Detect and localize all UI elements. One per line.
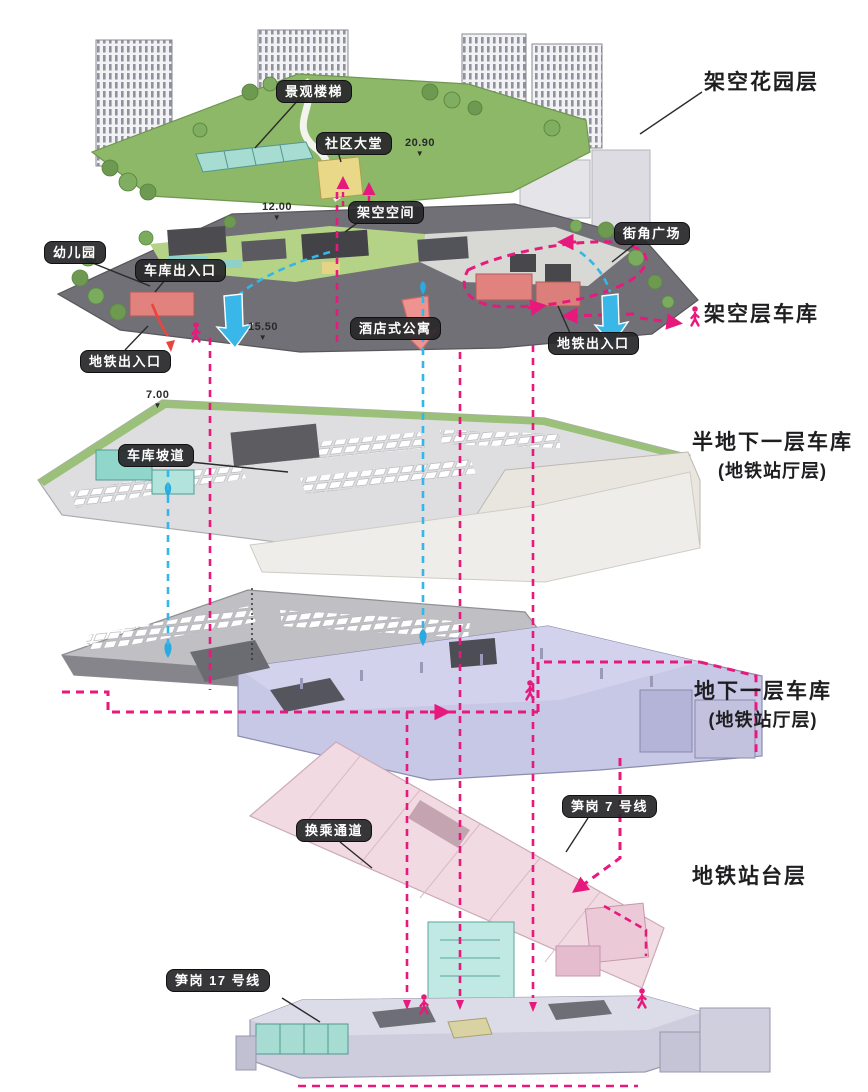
community-lobby-box (316, 156, 364, 200)
plate-edge-shadow (62, 630, 548, 692)
parking-rows (84, 606, 256, 652)
loop-arrow (527, 299, 547, 316)
route-plaza-loop (462, 240, 648, 309)
teal-room (151, 469, 195, 495)
platform-escalator (372, 1006, 436, 1028)
elevation-marker-deck: 12.00 (262, 202, 292, 222)
down-arrow (403, 1000, 411, 1010)
east-box (639, 689, 693, 753)
callout-community-lobby: 社区大堂 (316, 132, 393, 155)
line7-corridor (248, 741, 665, 989)
ground-mass (249, 471, 701, 583)
callout-line17: 笋岗 17 号线 (166, 969, 270, 992)
red-exit-path (150, 303, 170, 337)
platform-stair (447, 1017, 493, 1039)
route-to-apartment (561, 307, 635, 324)
elevation-marker-garden: 20.90 (405, 138, 435, 158)
elevation-marker-semi-basement: 7.00 (146, 390, 169, 410)
route-exit-east (639, 313, 683, 330)
route-to-line7 (571, 758, 622, 893)
lowrise-block (591, 149, 651, 233)
callout-serviced-apartment: 酒店式公寓 (350, 317, 441, 340)
callout-landscape-stairs: 景观楼梯 (276, 80, 353, 103)
level-label-sub: (地铁站厅层) (718, 461, 827, 482)
level-label-main: 地下一层车库 (694, 680, 832, 703)
concourse-surface (238, 626, 700, 712)
stair-treads (223, 144, 285, 169)
level-label-garden: 架空花园层 (704, 71, 819, 94)
level-semi-basement (37, 399, 701, 583)
corridor-escalator (408, 800, 470, 848)
callout-line7: 笋岗 7 号线 (562, 795, 657, 818)
platform-east-block (699, 1007, 771, 1073)
core-block (448, 638, 498, 668)
deck-buildings (167, 226, 571, 282)
pedestrian-icon (690, 305, 700, 327)
corridor-band (248, 741, 665, 989)
level-basement1 (61, 589, 763, 781)
callout-elevated-space: 架空空间 (348, 201, 425, 224)
level-deck (56, 203, 700, 353)
garden-trees (101, 76, 561, 201)
platform-teal-rooms (255, 1023, 349, 1055)
level-label-deck: 架空层车库 (704, 303, 819, 326)
callout-garage-entrance: 车库出入口 (135, 259, 226, 282)
callout-metro-exit-right: 地铁出入口 (548, 332, 639, 355)
level-label-platform: 地铁站台层 (692, 865, 807, 888)
vehicle-route-blue (239, 250, 331, 295)
station-teal-box (427, 921, 515, 1005)
callout-corner-plaza: 街角广场 (614, 222, 691, 245)
core-block (230, 423, 320, 467)
level-label-sub: (地铁站厅层) (708, 710, 818, 731)
red-exit-arrow (166, 340, 175, 352)
elevation-marker-deck-upper: 15.50 (248, 322, 278, 342)
callout-garage-ramp: 车库坡道 (118, 444, 195, 467)
escalator-wedge (270, 678, 345, 712)
callout-transfer-passage: 换乘通道 (296, 819, 373, 842)
level-label-basement1: 地下一层车库 (地铁站厅层) (694, 679, 832, 732)
room-dividers (279, 1024, 329, 1054)
level-label-semi-basement: 半地下一层车库 (地铁站厅层) (692, 430, 853, 483)
level-label-main: 半地下一层车库 (692, 431, 853, 454)
down-arrow (456, 1000, 464, 1010)
platform-west-block (235, 1035, 257, 1071)
down-arrow (529, 1002, 537, 1012)
parking-rows (300, 458, 476, 494)
concourse-route (62, 660, 758, 752)
corridor-hatch (299, 755, 601, 963)
columns (300, 648, 653, 689)
line7-room (555, 945, 601, 977)
platform-escalator (548, 1000, 612, 1020)
deck-teal-strip (212, 260, 242, 268)
deck-yellow-box (322, 262, 340, 274)
teal-box-lines (440, 939, 500, 977)
vehicle-route-blue (579, 250, 612, 293)
parking-rows (440, 430, 560, 448)
green-edge (38, 400, 690, 486)
east-box (694, 699, 756, 759)
callout-kindergarten: 幼儿园 (44, 241, 106, 264)
callout-metro-exit-left: 地铁出入口 (80, 350, 171, 373)
deck-red-buildings (129, 273, 581, 317)
route-on-line7 (603, 904, 648, 956)
blue-ramp-arrow (215, 293, 254, 350)
level-platform (235, 921, 771, 1088)
vertical-connectors (166, 192, 537, 1012)
